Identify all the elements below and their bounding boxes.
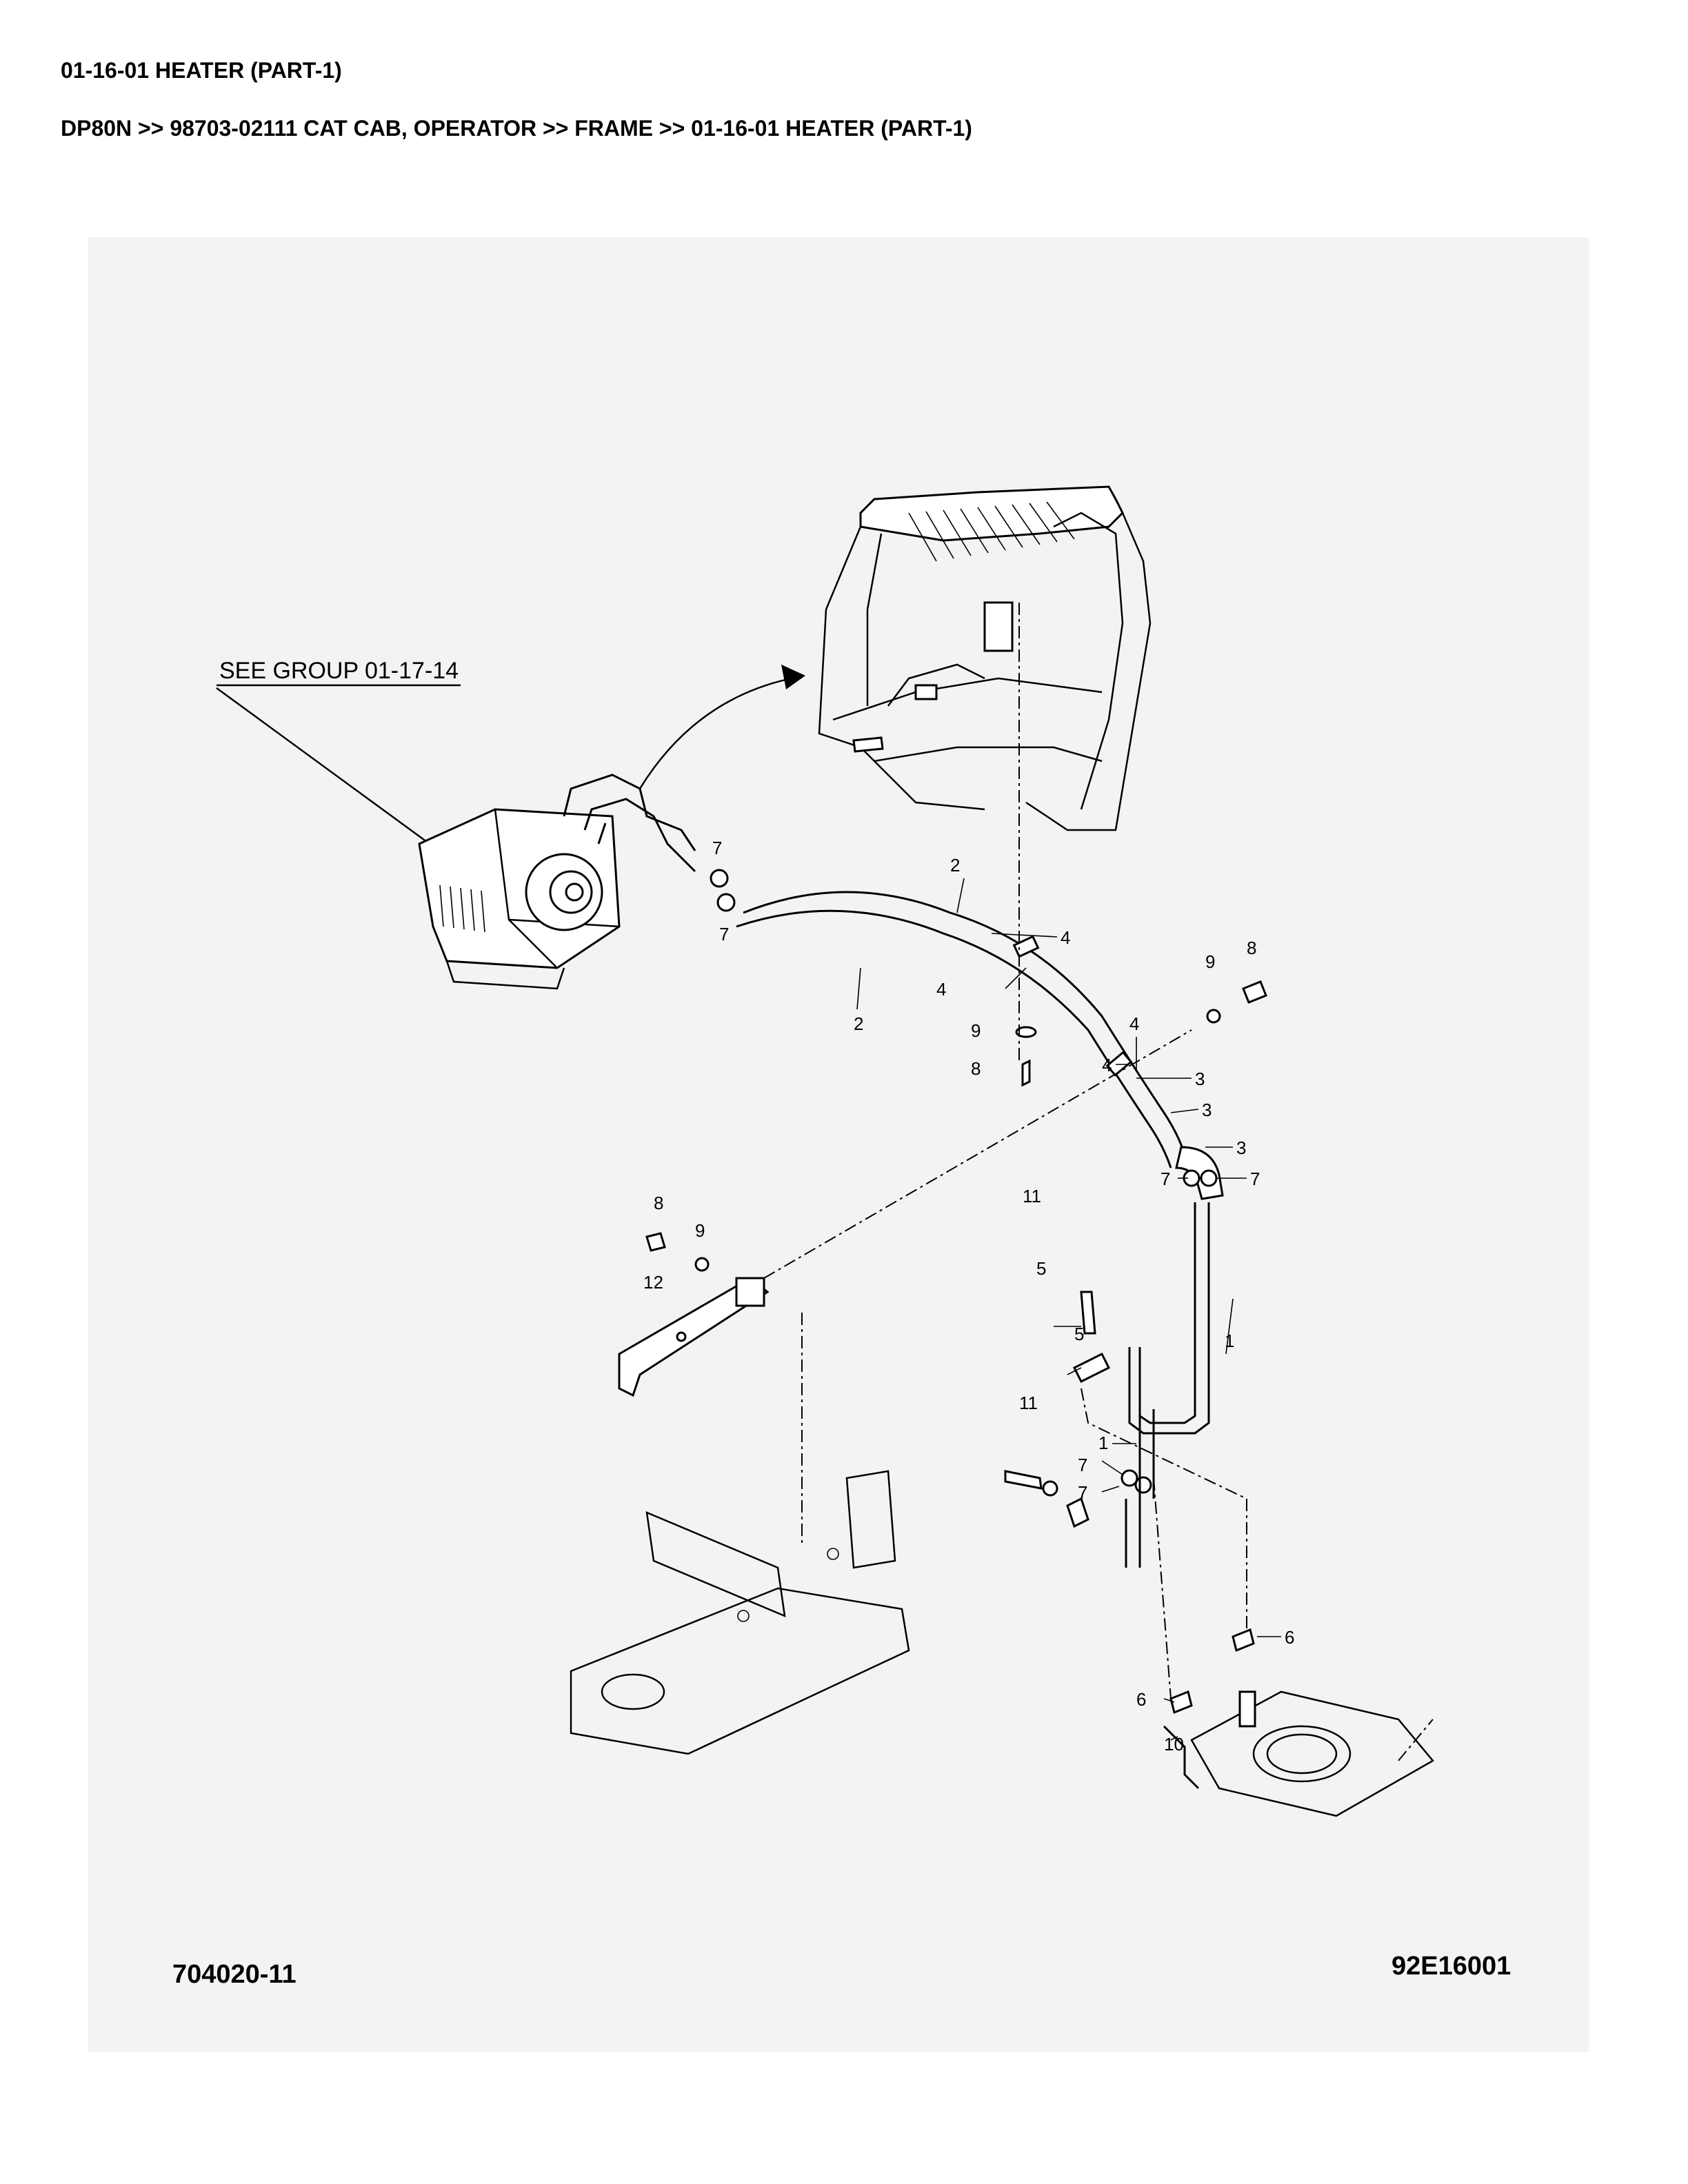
callout-8-c: 8: [654, 1193, 663, 1213]
parts-diagram: SEE GROUP 01-17-14: [88, 237, 1589, 2052]
callout-7-a: 7: [712, 838, 722, 858]
reference-note: SEE GROUP 01-17-14: [219, 658, 459, 684]
bolts-washers: [645, 980, 1267, 1272]
callout-7-e: 7: [1078, 1455, 1087, 1475]
heater-unit: [418, 774, 696, 990]
callout-8-a: 8: [971, 1058, 981, 1079]
callout-6-b: 6: [1136, 1689, 1146, 1710]
callout-1-b: 1: [1098, 1433, 1108, 1453]
callout-4-d: 4: [1102, 1055, 1112, 1075]
center-lines: [763, 603, 1434, 1761]
support-bracket: [618, 1277, 770, 1397]
drawing-number: 704020-11: [172, 1960, 297, 1989]
callout-9-a: 9: [971, 1020, 981, 1041]
drawing-panel: [88, 237, 1589, 2052]
callout-4-a: 4: [1061, 927, 1070, 948]
callout-7-b: 7: [719, 924, 729, 944]
callout-2-b: 2: [854, 1013, 863, 1034]
callout-3-c: 3: [1236, 1138, 1246, 1158]
callout-4-c: 4: [1129, 1013, 1139, 1034]
callout-5-b: 5: [1074, 1324, 1084, 1344]
arrow-head: [781, 665, 805, 689]
install-arrow: [639, 677, 792, 789]
floor-plate: [1190, 1690, 1434, 1817]
hose-clamps: [710, 869, 1218, 1494]
callout-2-a: 2: [950, 855, 960, 876]
brackets: [1004, 1291, 1111, 1528]
callout-8-b: 8: [1247, 938, 1256, 958]
breadcrumb: DP80N >> 98703-02111 CAT CAB, OPERATOR >…: [61, 116, 972, 141]
callout-3-a: 3: [1195, 1069, 1205, 1089]
leader-lines: [856, 878, 1281, 1741]
callout-12: 12: [643, 1272, 663, 1293]
frame-base: [570, 1470, 910, 1755]
callout-9-b: 9: [1205, 951, 1215, 972]
callout-7-f: 7: [1078, 1482, 1087, 1503]
pipe-clamps: [1163, 1628, 1255, 1790]
callout-11-b: 11: [1019, 1393, 1038, 1413]
callout-labels: 7 7 2 2 4 4 4 4 9 9 9 8 8 8 3 3 3 7 7 11…: [643, 838, 1294, 1755]
callout-1-a: 1: [1225, 1331, 1234, 1351]
operator-cab: [818, 485, 1152, 831]
callout-9-c: 9: [695, 1220, 705, 1241]
callout-7-d: 7: [1250, 1169, 1260, 1189]
callout-7-c: 7: [1160, 1169, 1170, 1189]
callout-4-b: 4: [936, 979, 946, 1000]
callout-11-a: 11: [1023, 1186, 1041, 1206]
page-title: 01-16-01 HEATER (PART-1): [61, 58, 342, 83]
callout-3-b: 3: [1202, 1100, 1212, 1120]
callout-10: 10: [1164, 1734, 1184, 1755]
callout-5-a: 5: [1036, 1258, 1046, 1279]
callout-6-a: 6: [1285, 1627, 1294, 1648]
figure-code: 92E16001: [1391, 1952, 1511, 1981]
